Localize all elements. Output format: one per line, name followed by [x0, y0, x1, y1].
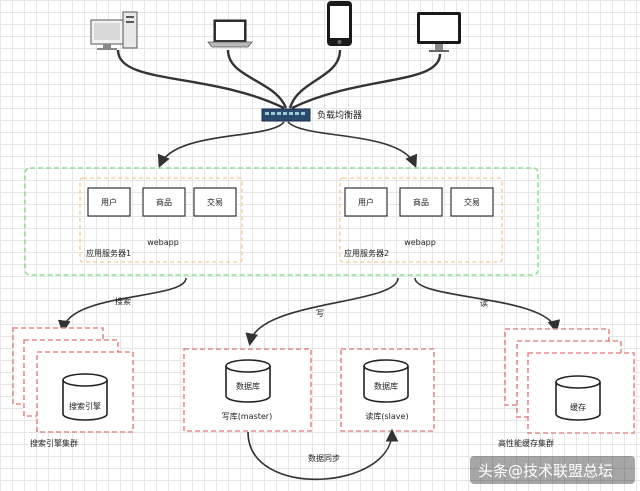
load-balancer-label: 负载均衡器: [317, 109, 362, 121]
edge-lb-to-server1: [157, 121, 285, 168]
edge-monitor-to-lb: [291, 53, 442, 110]
edge-phone-to-lb: [288, 49, 342, 109]
search-cluster-name: 搜索引擎集群: [30, 438, 78, 448]
read-db-node-label: 数据库: [374, 381, 398, 391]
watermark-bg: [470, 456, 635, 484]
server1-module-trade-label: 交易: [207, 197, 223, 207]
server2-module-trade: [450, 187, 494, 217]
smartphone-icon: [327, 1, 352, 46]
edge-desktop-to-lb: [116, 49, 285, 110]
monitor-icon: [417, 12, 461, 52]
server2-module-product-label: 商品: [413, 197, 429, 207]
edge-read: [414, 277, 561, 334]
server2-webapp-label: webapp: [404, 238, 436, 247]
cache-cylinder-icon: [555, 375, 601, 421]
laptop-icon: [207, 19, 253, 48]
app-server-group: [24, 167, 539, 276]
app-server-1: [79, 177, 243, 263]
edge-search-label: 搜索: [115, 296, 131, 306]
cache-cluster-name: 高性能缓存集群: [498, 438, 554, 448]
server1-webapp-label: webapp: [147, 238, 179, 247]
server2-module-trade-label: 交易: [464, 197, 480, 207]
server2-module-product: [399, 187, 443, 217]
cache-node-label: 缓存: [570, 402, 586, 412]
edge-read-label: 读: [480, 298, 488, 308]
desktop-pc-icon: [90, 11, 138, 50]
edge-search: [57, 277, 187, 334]
read-db-cylinder-icon: [363, 359, 409, 403]
watermark-text: 头条@技术联盟总坛: [478, 462, 613, 480]
app-server-2: [339, 177, 503, 263]
server1-module-user-label: 用户: [101, 197, 117, 207]
edge-write: [245, 277, 399, 347]
server1-module-product: [142, 187, 186, 217]
load-balancer-icon: [261, 108, 311, 122]
server1-module-product-label: 商品: [156, 197, 172, 207]
edge-write-label: 写: [316, 309, 324, 318]
server2-module-user: [344, 187, 388, 217]
server2-name: 应用服务器2: [344, 248, 389, 258]
server2-module-user-label: 用户: [358, 197, 374, 207]
search-engine-cylinder-icon: [62, 373, 108, 421]
server1-module-user: [87, 187, 131, 217]
write-db-node-label: 数据库: [236, 381, 260, 391]
server1-module-trade: [193, 187, 237, 217]
edge-laptop-to-lb: [226, 49, 288, 109]
write-db-name: 写库(master): [222, 411, 272, 421]
server1-name: 应用服务器1: [86, 248, 131, 258]
search-engine-label: 搜索引擎: [69, 401, 101, 411]
read-db-name: 读库(slave): [365, 411, 408, 421]
write-db-cylinder-icon: [225, 359, 271, 403]
edge-lb-to-server2: [287, 121, 418, 168]
edge-data-sync-label: 数据同步: [308, 453, 340, 463]
edge-data-sync: [247, 428, 399, 481]
